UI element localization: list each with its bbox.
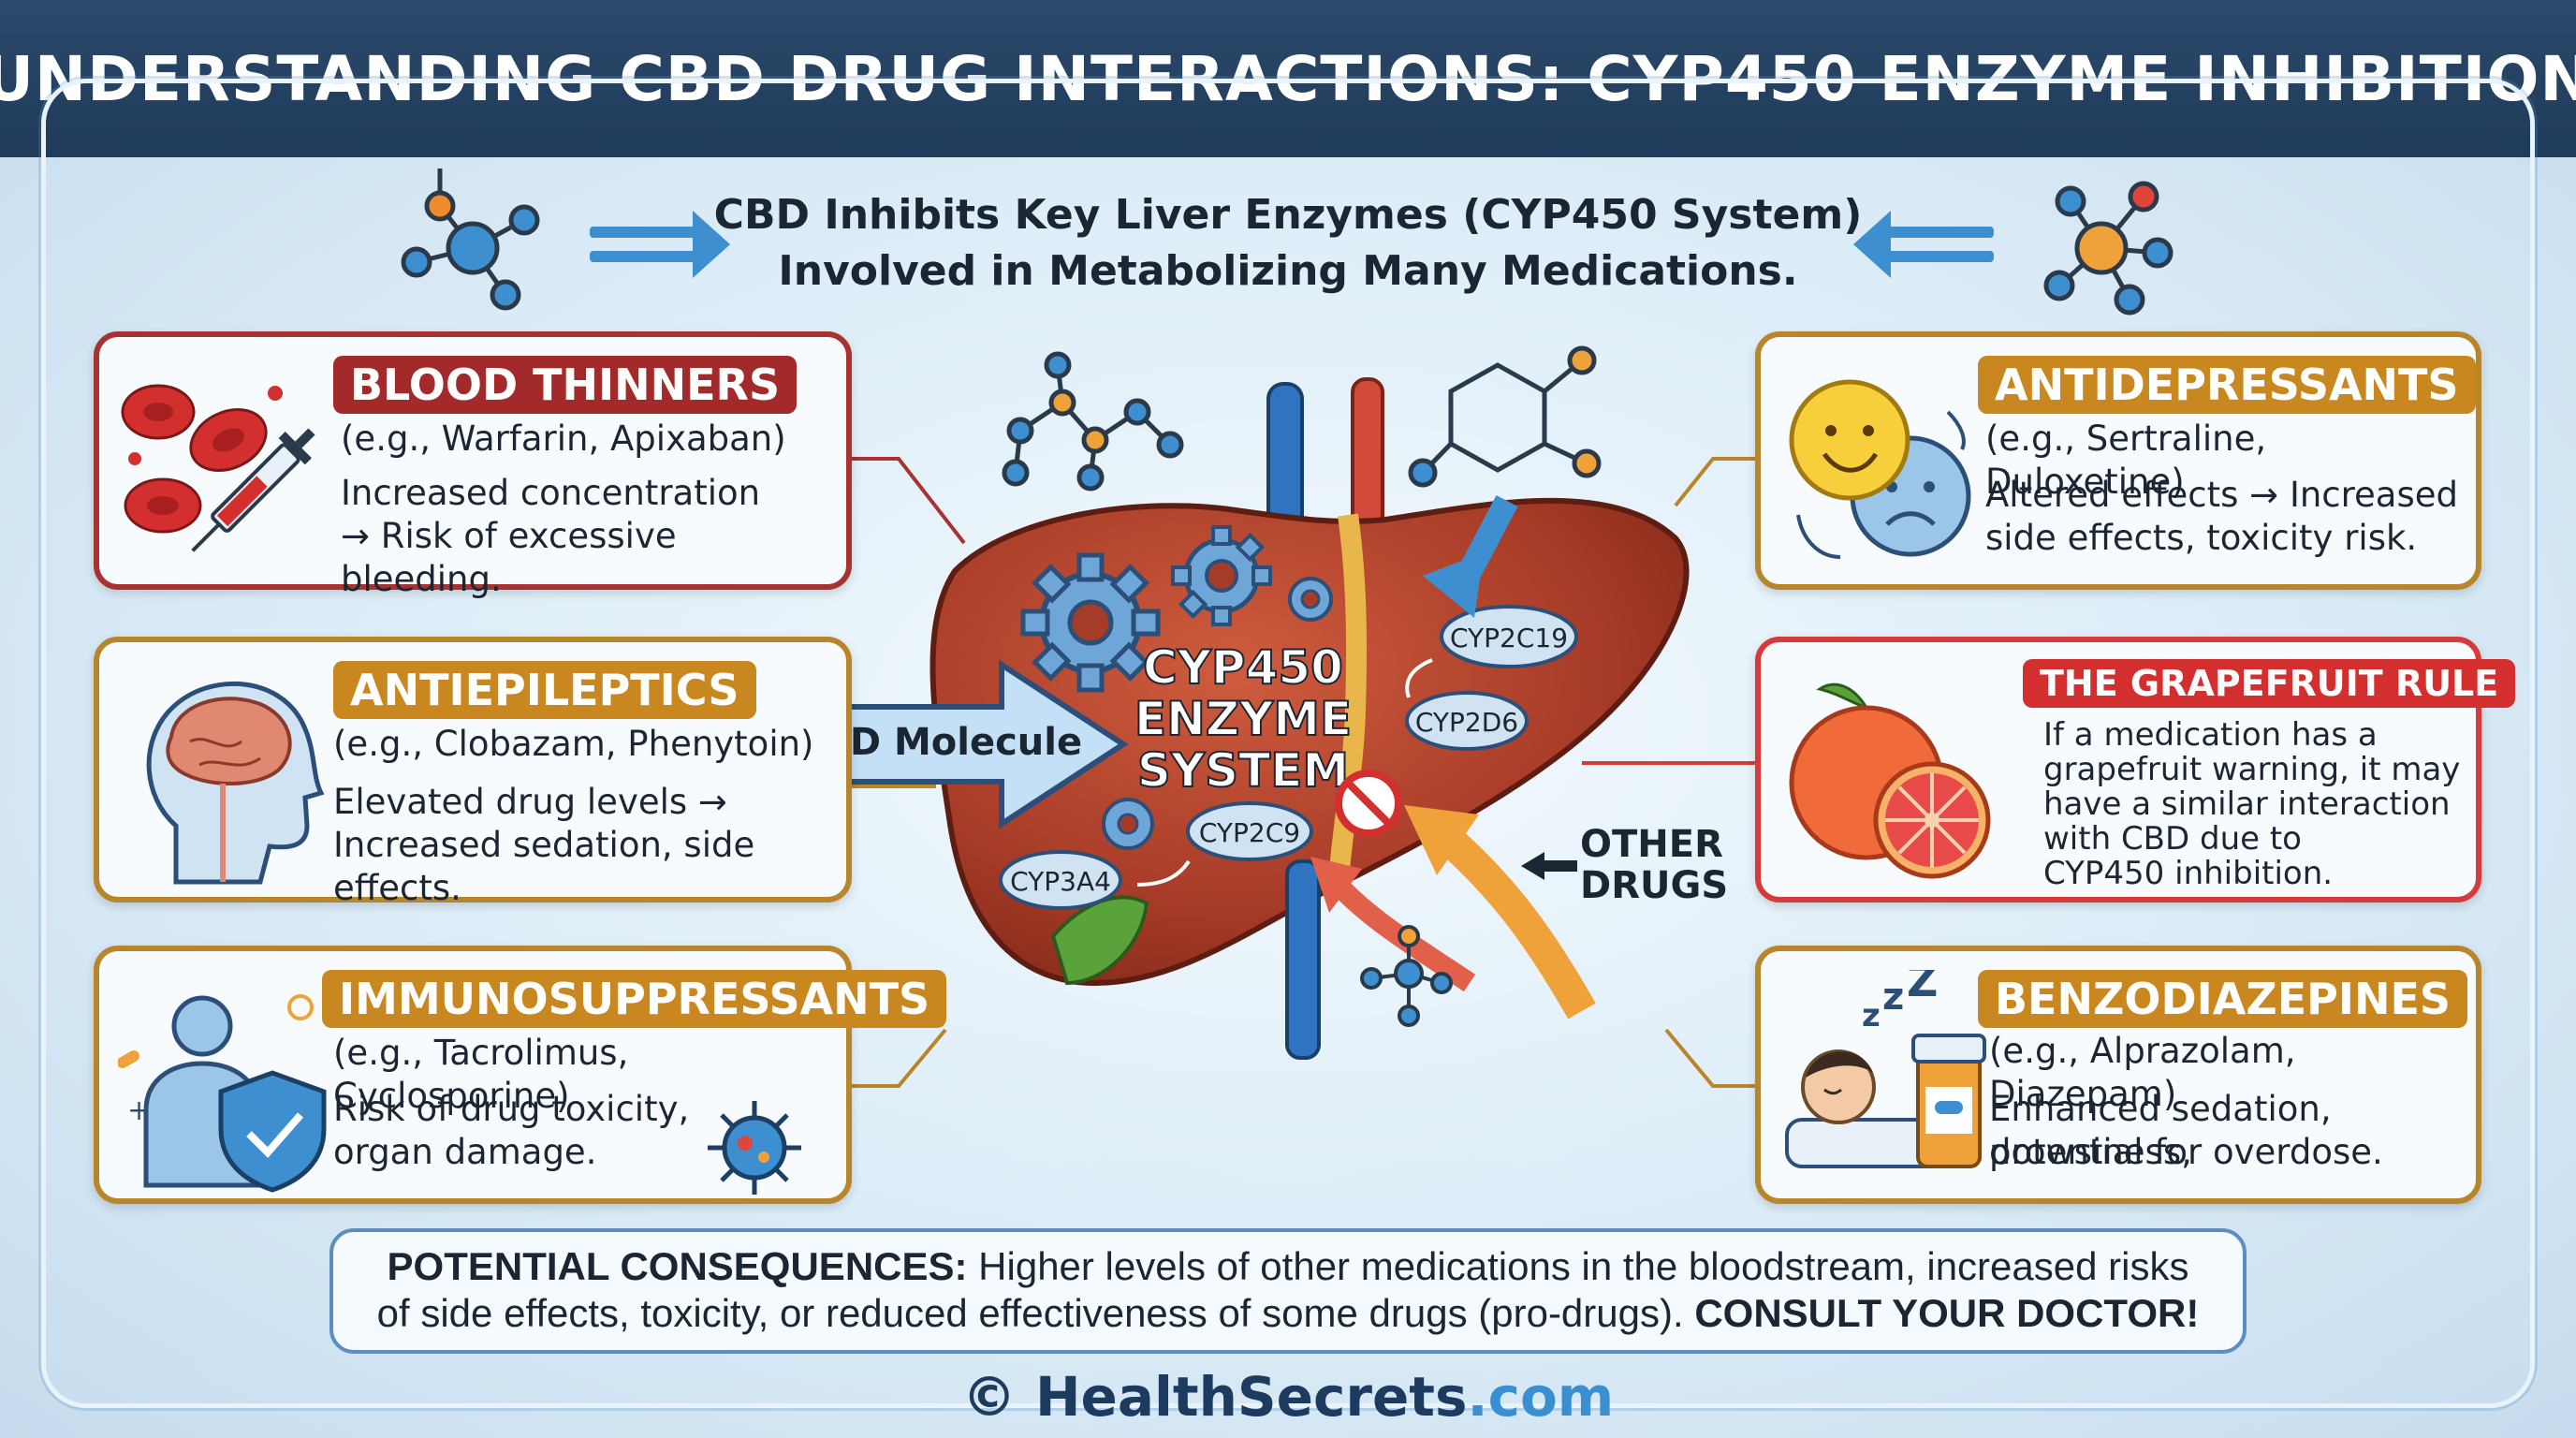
desc-grapefruit-1: If a medication has a	[2043, 716, 2378, 754]
syringe-icon	[191, 428, 315, 552]
other-drugs-arrow-icon	[1521, 852, 1577, 880]
example-antiepileptics: (e.g., Clobazam, Phenytoin)	[333, 724, 814, 764]
card-antiepileptics: ANTIEPILEPTICS (e.g., Clobazam, Phenytoi…	[94, 637, 852, 908]
desc-grapefruit-5: CYP450 inhibition.	[2043, 855, 2334, 892]
molecule-icon-right	[2043, 181, 2174, 315]
example-antidepressants: (e.g., Sertraline, Duloxetine)	[1985, 418, 2267, 502]
desc-benzodiazepines-2: potential for overdose.	[1989, 1132, 2383, 1172]
card-benzodiazepines: z z Z BENZODIAZEPINES (e.g., Alprazolam,…	[1755, 946, 2481, 1204]
example-benzodiazepines: (e.g., Alprazolam, Diazepam)	[1989, 1031, 2296, 1114]
desc-immunosuppressants-1: Risk of drug toxicity,	[333, 1089, 690, 1129]
benzene-icon	[1408, 345, 1602, 488]
mood-faces-icon	[1789, 379, 1971, 559]
enzyme-label-cyp2d6: CYP2D6	[1415, 707, 1518, 738]
enzyme-pill-cyp2c19: CYP2C19	[1440, 605, 1578, 668]
desc-antiepileptics-2: Increased sedation, side effects.	[333, 825, 755, 908]
curved-arrow-icon	[1405, 658, 1433, 698]
enzyme-label-cyp3a4: CYP3A4	[1010, 866, 1111, 897]
system-label-3: SYSTEM	[1137, 743, 1349, 798]
gear-icon-large	[1020, 552, 1161, 693]
card-antidepressants: ANTIDEPRESSANTS (e.g., Sertraline, Dulox…	[1755, 331, 2481, 590]
gallbladder	[1050, 895, 1149, 986]
orange-arrow-icon	[1430, 821, 1596, 1020]
desc-antiepileptics-1: Elevated drug levels →	[333, 782, 727, 822]
desc-blood-thinners-2: → Risk of excessive bleeding.	[341, 516, 677, 599]
tag-blood-thinners: BLOOD THINNERS	[333, 356, 798, 414]
gear-icon-medium	[1171, 525, 1272, 626]
svg-text:z: z	[1862, 997, 1881, 1034]
arrow-right-icon	[590, 211, 730, 278]
desc-benzodiazepines-1: Enhanced sedation, drowsiness,	[1989, 1089, 2332, 1172]
desc-grapefruit-2: grapefruit warning, it may	[2043, 751, 2461, 788]
consult-doctor: CONSULT YOUR DOCTOR!	[1694, 1291, 2200, 1335]
desc-grapefruit-4: with CBD due to	[2043, 820, 2302, 858]
enzyme-pill-cyp2c9: CYP2C9	[1186, 801, 1313, 861]
consequences-line-1: POTENTIAL CONSEQUENCES: Higher levels of…	[333, 1243, 2243, 1290]
card-immunosuppressants: + IMMUNOSUPPRESSANTS (e.g., Tacrolimus, …	[94, 946, 947, 1204]
red-arrow-icon	[1325, 873, 1476, 992]
card-blood-thinners: BLOOD THINNERS (e.g., Warfarin, Apixaban…	[94, 331, 852, 599]
immune-shield-icon: +	[118, 994, 327, 1193]
card-grapefruit-rule: THE GRAPEFRUIT RULE If a medication has …	[1755, 637, 2516, 902]
gear-icon-small	[1288, 577, 1333, 622]
consequences-line-2: of side effects, toxicity, or reduced ef…	[333, 1290, 2243, 1337]
example-blood-thinners: (e.g., Warfarin, Apixaban)	[341, 418, 786, 459]
curved-arrow-icon-2	[1136, 859, 1191, 887]
brand-domain: .com	[1467, 1365, 1615, 1429]
example-immunosuppressants: (e.g., Tacrolimus, Cyclosporine)	[333, 1033, 629, 1116]
frame-border	[41, 79, 2535, 1408]
tag-antidepressants: ANTIDEPRESSANTS	[1978, 356, 2476, 414]
arrow-left-icon	[1853, 211, 1994, 278]
brand-name: HealthSecrets	[1034, 1365, 1468, 1429]
subtitle-line-2: Involved in Metabolizing Many Medication…	[778, 247, 1798, 295]
desc-grapefruit-3: have a similar interaction	[2043, 785, 2451, 823]
molecule-icon-left	[401, 169, 540, 311]
subtitle-decor	[401, 169, 2174, 315]
enzyme-pill-cyp3a4: CYP3A4	[999, 850, 1122, 910]
consequences-text-2: of side effects, toxicity, or reduced ef…	[376, 1291, 1695, 1335]
tag-immunosuppressants: IMMUNOSUPPRESSANTS	[322, 970, 947, 1028]
system-label-1: CYP450	[1143, 640, 1343, 695]
other-drugs-line-1: OTHER	[1580, 823, 1723, 866]
tag-grapefruit-rule: THE GRAPEFRUIT RULE	[2023, 659, 2516, 708]
subtitle-line-1: CBD Inhibits Key Liver Enzymes (CYP450 S…	[713, 191, 1863, 239]
molecule-icon-top	[1002, 351, 1184, 492]
other-drugs-line-2: DRUGS	[1580, 864, 1729, 907]
tag-antiepileptics: ANTIEPILEPTICS	[333, 661, 756, 719]
pill-bottle-icon	[1911, 1034, 1986, 1168]
desc-blood-thinners-1: Increased concentration	[341, 473, 761, 513]
copyright-symbol: ©	[961, 1365, 1017, 1429]
grapefruit-icon	[1789, 682, 1991, 879]
system-label-2: ENZYME	[1134, 692, 1352, 746]
liver-illustration: CYP2C19 CYP2D6 CYP2C9 CYP3A4 CYP450 ENZY…	[929, 345, 1690, 1060]
enzyme-label-cyp2c9: CYP2C9	[1199, 817, 1300, 848]
molecule-icon-bottom	[1360, 925, 1453, 1027]
svg-text:z: z	[1882, 976, 1904, 1019]
inhibition-icon	[1335, 770, 1402, 837]
desc-immunosuppressants-2: organ damage.	[333, 1132, 597, 1172]
virus-icon	[708, 1101, 801, 1195]
consequences-box: POTENTIAL CONSEQUENCES: Higher levels of…	[329, 1228, 2247, 1354]
svg-text:Z: Z	[1907, 970, 1938, 1006]
enzyme-pill-cyp2d6: CYP2D6	[1405, 691, 1529, 751]
svg-text:+: +	[127, 1094, 151, 1127]
sleeping-person-icon: z z Z	[1785, 970, 1986, 1168]
gear-icon-lower	[1102, 798, 1154, 850]
brain-head-icon	[146, 681, 325, 885]
subtitle: CBD Inhibits Key Liver Enzymes (CYP450 S…	[711, 187, 1865, 300]
footer-brand: © HealthSecrets.com	[0, 1365, 2576, 1429]
desc-antidepressants-1: Altered effects → Increased	[1985, 475, 2459, 515]
blood-cells-icon	[121, 384, 315, 552]
tag-benzodiazepines: BENZODIAZEPINES	[1978, 970, 2467, 1028]
other-drugs-label: OTHER DRUGS	[1580, 824, 1728, 906]
enzyme-label-cyp2c19: CYP2C19	[1450, 623, 1568, 653]
consequences-text-1: Higher levels of other medications in th…	[967, 1244, 2189, 1288]
lower-vein	[1285, 859, 1321, 1060]
consequences-lead: POTENTIAL CONSEQUENCES:	[387, 1244, 968, 1288]
desc-antidepressants-2: side effects, toxicity risk.	[1985, 518, 2418, 558]
